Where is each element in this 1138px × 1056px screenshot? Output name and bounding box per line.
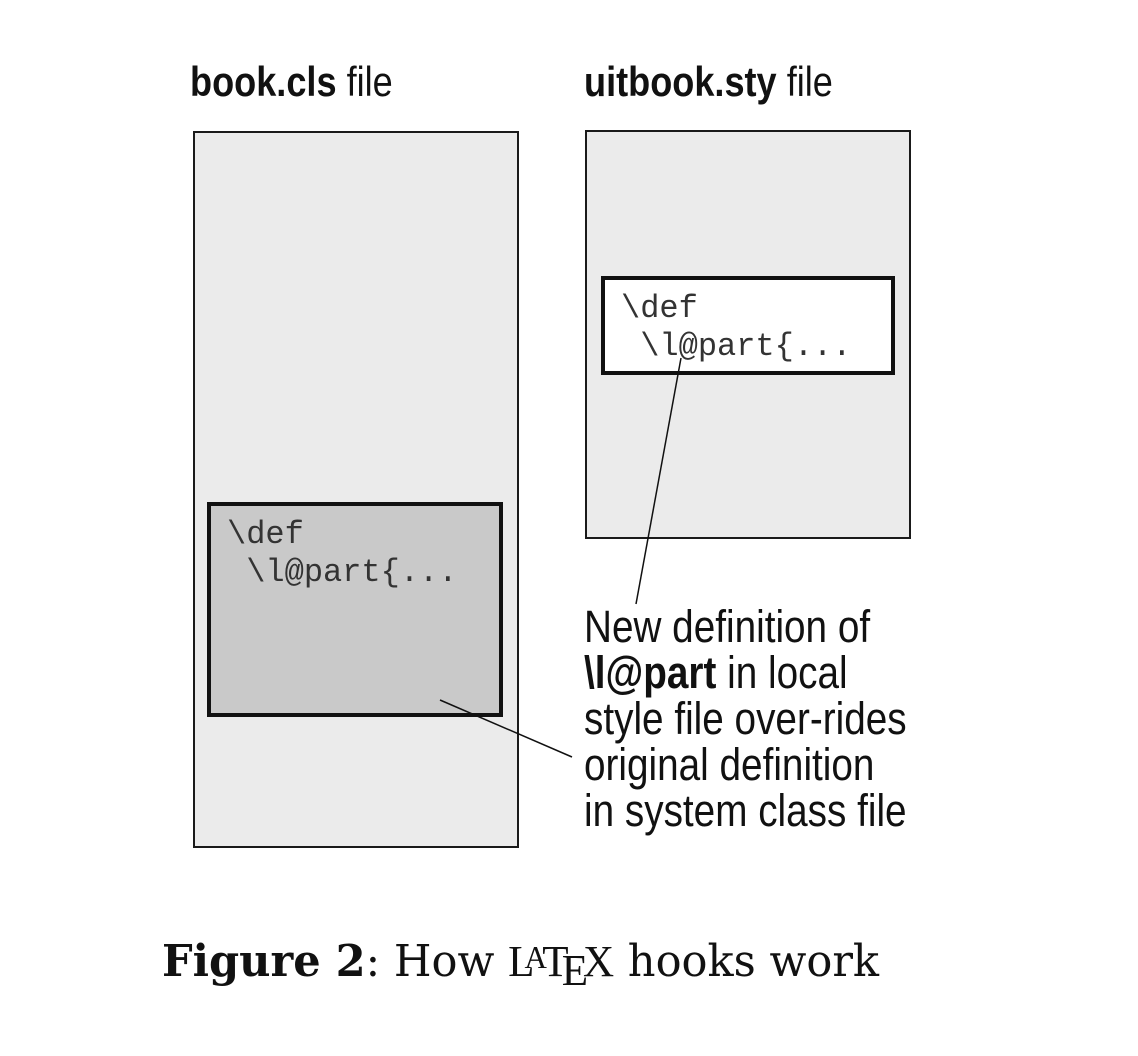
book-cls-panel (193, 131, 519, 848)
uitbook-sty-title: uitbook.sty file (584, 58, 833, 106)
new-definition-box: \def \l@part{... (601, 276, 895, 375)
figure-label: Figure 2 (162, 936, 366, 988)
code-line-def: \def (227, 516, 304, 553)
code-line-def: \def (621, 290, 698, 327)
annotation-macro: \l@part (584, 647, 717, 698)
book-cls-suffix: file (336, 58, 393, 105)
annotation-line-2: \l@part in local (584, 650, 907, 696)
annotation-line-3: style file over-rides (584, 693, 907, 744)
latex-logo-e: E (561, 946, 589, 996)
latex-logo: LATEX (508, 937, 615, 995)
latex-logo-l: L (508, 937, 535, 987)
annotation-line-4: original definition (584, 739, 875, 790)
annotation-line-5: in system class file (584, 785, 907, 836)
latex-logo-x: X (582, 937, 615, 987)
latex-logo-t: T (542, 937, 569, 987)
uitbook-sty-suffix: file (776, 58, 833, 105)
original-definition-box: \def \l@part{... (207, 502, 503, 717)
caption-separator: : (365, 936, 394, 988)
figure-caption: Figure 2: How LATEX hooks work (162, 930, 879, 999)
annotation-line-1: New definition of (584, 601, 871, 652)
code-line-macro: \l@part{... (227, 554, 458, 591)
book-cls-title: book.cls file (190, 58, 393, 106)
caption-text-before: How (393, 936, 509, 988)
uitbook-sty-filename: uitbook.sty (584, 58, 777, 105)
caption-text-after: hooks work (614, 936, 880, 988)
book-cls-filename: book.cls (190, 58, 337, 105)
annotation-text: New definition of \l@part in local style… (584, 604, 907, 834)
code-line-macro: \l@part{... (621, 328, 852, 365)
connector-new-definition (635, 357, 682, 605)
annotation-line-2-rest: in local (716, 647, 848, 698)
latex-logo-a: A (524, 940, 547, 975)
connector-original-definition (439, 699, 573, 758)
